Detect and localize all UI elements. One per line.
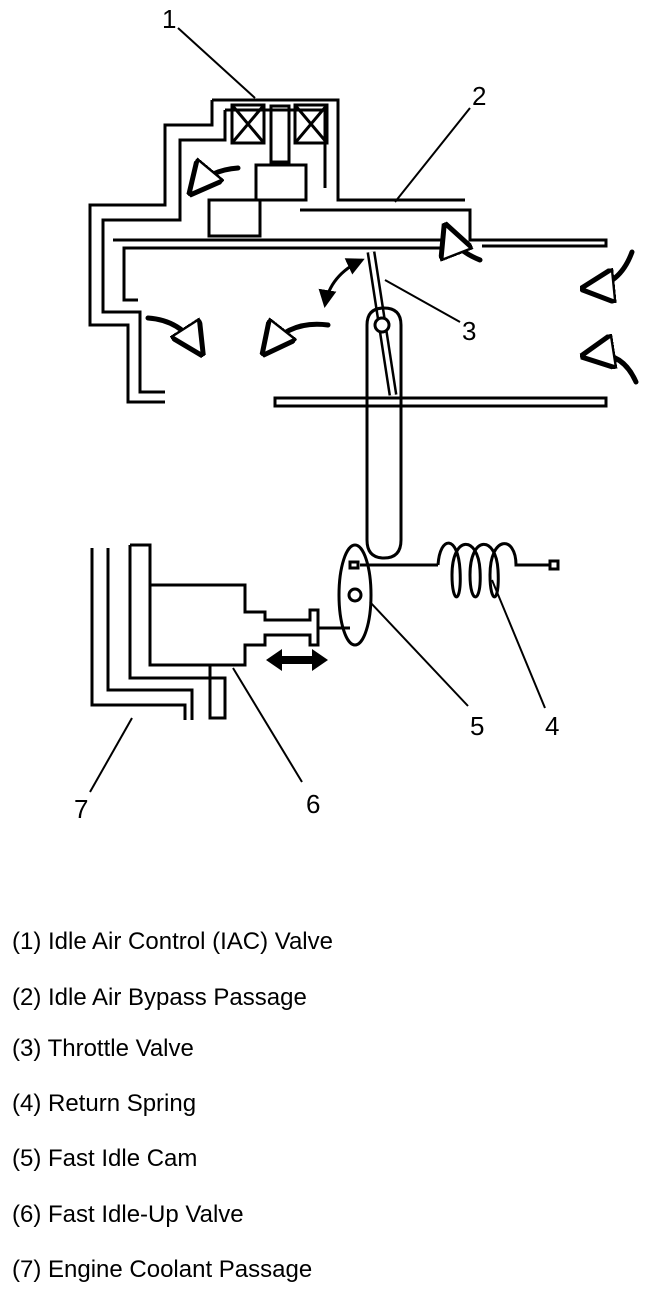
callout-2: 2	[472, 81, 486, 111]
bypass-passage-walls	[88, 100, 608, 404]
leader-lines	[89, 27, 546, 793]
legend: (1) Idle Air Control (IAC) Valve (2) Idl…	[0, 910, 672, 1290]
callout-6: 6	[306, 789, 320, 819]
return-spring	[360, 541, 560, 599]
throttle-valve	[365, 251, 403, 560]
valve-travel-arrow	[266, 649, 328, 671]
fast-idle-up-valve	[150, 583, 350, 667]
callout-3: 3	[462, 316, 476, 346]
fast-idle-cam	[337, 543, 373, 647]
engine-coolant-passage	[90, 543, 227, 720]
legend-item-2: (2) Idle Air Bypass Passage	[12, 984, 307, 1011]
legend-item-7: (7) Engine Coolant Passage	[12, 1256, 313, 1283]
legend-item-5: (5) Fast Idle Cam	[12, 1145, 198, 1172]
callout-4: 4	[545, 711, 559, 741]
throttle-body-diagram: 1 2 3 4 5 6 7	[74, 4, 639, 824]
legend-item-3: (3) Throttle Valve	[12, 1035, 194, 1062]
callout-7: 7	[74, 794, 88, 824]
throttle-rotation-arrow	[318, 258, 365, 308]
callout-1: 1	[162, 4, 176, 34]
airflow-arrows	[145, 168, 639, 385]
legend-item-6: (6) Fast Idle-Up Valve	[12, 1201, 244, 1228]
throttle-bore-lower-wall	[273, 396, 608, 408]
iac-valve-housing	[207, 98, 400, 238]
legend-item-4: (4) Return Spring	[12, 1090, 197, 1117]
legend-item-1: (1) Idle Air Control (IAC) Valve	[12, 928, 333, 955]
callout-5: 5	[470, 711, 484, 741]
